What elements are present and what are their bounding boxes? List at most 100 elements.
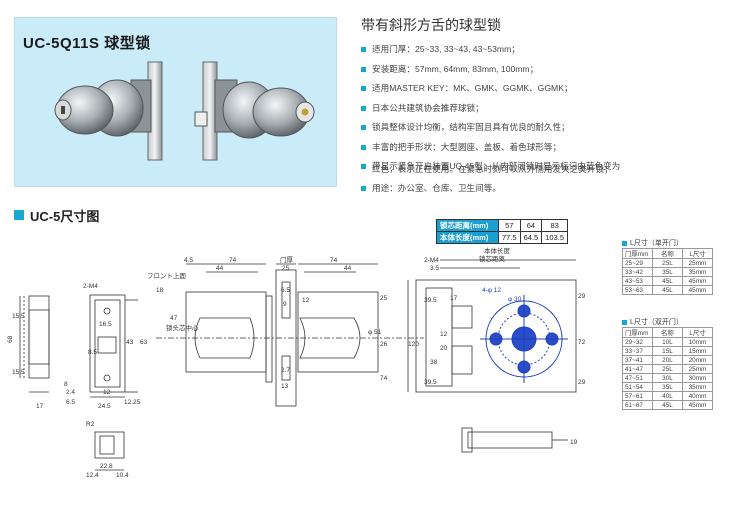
latch-side-view	[89, 294, 138, 398]
dim-side-47: 47	[170, 315, 178, 322]
spec-label: 锁芯距离(mm)	[436, 219, 499, 232]
dim-side-6-5: 6.5	[281, 287, 290, 294]
spec-cell: 57	[498, 219, 521, 232]
dim-side-2-7: 2.7	[281, 367, 290, 374]
table-cell: 45mm	[682, 400, 713, 410]
dim-latch-12-25: 12.25	[124, 399, 141, 406]
table-row: 本体长度(mm) 77.5 64.5 103.5	[436, 231, 568, 244]
feature-item: 日本公共建筑协会推荐球锁；	[361, 99, 741, 119]
table-cell: 61~67	[622, 400, 653, 410]
dim-body-29-bottom: 29	[578, 379, 586, 386]
dim-front-8: 8	[64, 381, 68, 388]
dim-latch-24-5: 24.5	[98, 403, 111, 410]
dim-body-39-5-bottom: 39.5	[424, 379, 437, 386]
feature-item: 锁具整体设计均衡，结构牢固且具有优良的耐久性；	[361, 118, 741, 138]
table-cell: 30L	[652, 373, 683, 383]
table-cell: 37~41	[622, 355, 653, 365]
table-cell: 25~29	[622, 258, 653, 268]
table-cell: 53~63	[622, 285, 653, 295]
spec-table: 锁芯距离(mm) 57 64 83 本体长度(mm) 77.5 64.5 103…	[436, 219, 568, 244]
feature-item: 适用MASTER KEY：MK、GMK、GGMK、GGMK；	[361, 79, 741, 99]
dim-key-19: 19	[570, 439, 578, 446]
table-cell: 10L	[652, 337, 683, 347]
dim-thread: 2-M4	[83, 283, 98, 290]
dim-body-12: 12	[440, 331, 448, 338]
section-marker	[14, 210, 24, 220]
side-elevation-view	[156, 263, 424, 407]
table-cell: 25L	[652, 364, 683, 374]
dim-side-phi51: φ 51	[368, 329, 382, 336]
table-cell: 20L	[652, 355, 683, 365]
dim-body-120: 120	[408, 341, 419, 348]
header-cell: L尺寸	[682, 248, 713, 259]
caption-text: L尺寸（双开门）	[630, 319, 683, 326]
dim-side-13: 13	[281, 383, 289, 390]
header-cell: 名称	[652, 327, 683, 338]
dim-front-bottom: 15.5	[12, 369, 25, 376]
product-title: UC-5Q11S 球型锁	[23, 35, 151, 52]
table-cell: 41~47	[622, 364, 653, 374]
table-cell: 40mm	[682, 391, 713, 401]
dim-latch-16-5: 16.5	[99, 321, 112, 328]
section-title: UC-5尺寸图	[30, 209, 100, 224]
table-cell: 30mm	[682, 373, 713, 383]
table-cell: 33~37	[622, 346, 653, 356]
table-cell: 35L	[652, 267, 683, 277]
dim-side-18: 18	[156, 287, 164, 294]
dim-body-29-top: 29	[578, 293, 586, 300]
caption-text: L尺寸（单开门）	[630, 240, 683, 247]
dim-latch-63: 63	[140, 339, 148, 346]
dim-strike-22-8: 22.8	[100, 463, 113, 470]
table-cell: 45mm	[682, 285, 713, 295]
feature-item-usage: 用途：办公室、仓库、卫生间等。	[361, 182, 501, 194]
strike-plate-view	[94, 431, 125, 471]
product-photo-panel: UC-5Q11S 球型锁	[14, 17, 337, 187]
dim-latch-43: 43	[126, 339, 134, 346]
dim-latch-8-5: 8.5	[88, 349, 97, 356]
dim-side-74-left: 74	[229, 257, 237, 264]
dim-side-44-left: 44	[216, 265, 224, 272]
dim-side-9: 9	[283, 301, 287, 308]
rose-circle-view	[480, 295, 568, 383]
table-cell: 15mm	[682, 346, 713, 356]
dim-front-68: 68	[7, 335, 14, 343]
dim-side-25: 25	[282, 265, 290, 272]
table-cell: 35L	[652, 382, 683, 392]
table-cell: 45mm	[682, 276, 713, 286]
dim-body-20: 20	[440, 345, 448, 352]
table-cell: 25L	[652, 258, 683, 268]
dim-front-top: 15.5	[12, 313, 25, 320]
feature-item: 丰富的把手形状：大型圆座、盖板、着色球形等；	[361, 138, 741, 158]
dim-rose-phi30: φ 30	[508, 296, 522, 303]
door-table-double-caption: L尺寸（双开门）	[622, 317, 683, 327]
dim-strike-10-4: 10.4	[116, 472, 129, 479]
table-cell: 20mm	[682, 355, 713, 365]
dim-rose-4-phi12: 4-φ 12	[482, 287, 501, 294]
spec-cell: 103.5	[541, 231, 568, 244]
table-cell: 45L	[652, 285, 683, 295]
table-cell: 45L	[652, 400, 683, 410]
label-backset: 锁芯距离	[479, 254, 506, 263]
dim-body-38: 38	[430, 359, 438, 366]
cylinder-view	[461, 427, 568, 453]
dim-latch-12: 12	[103, 389, 111, 396]
dim-strike-r2: R2	[86, 421, 95, 428]
dim-body-39-5-top: 39.5	[424, 297, 437, 304]
feature-item: 安装距离：57mm, 64mm, 83mm, 100mm；	[361, 60, 741, 80]
spec-cell: 77.5	[498, 231, 521, 244]
header-cell: L尺寸	[682, 327, 713, 338]
feature-item: 适用门厚：25~33, 33~43, 43~53mm；	[361, 40, 741, 60]
table-cell: 35mm	[682, 267, 713, 277]
dim-strike-12-4: 12.4	[86, 472, 99, 479]
bullet-square	[622, 240, 627, 246]
dim-body-thread: 2-M4	[424, 257, 439, 264]
